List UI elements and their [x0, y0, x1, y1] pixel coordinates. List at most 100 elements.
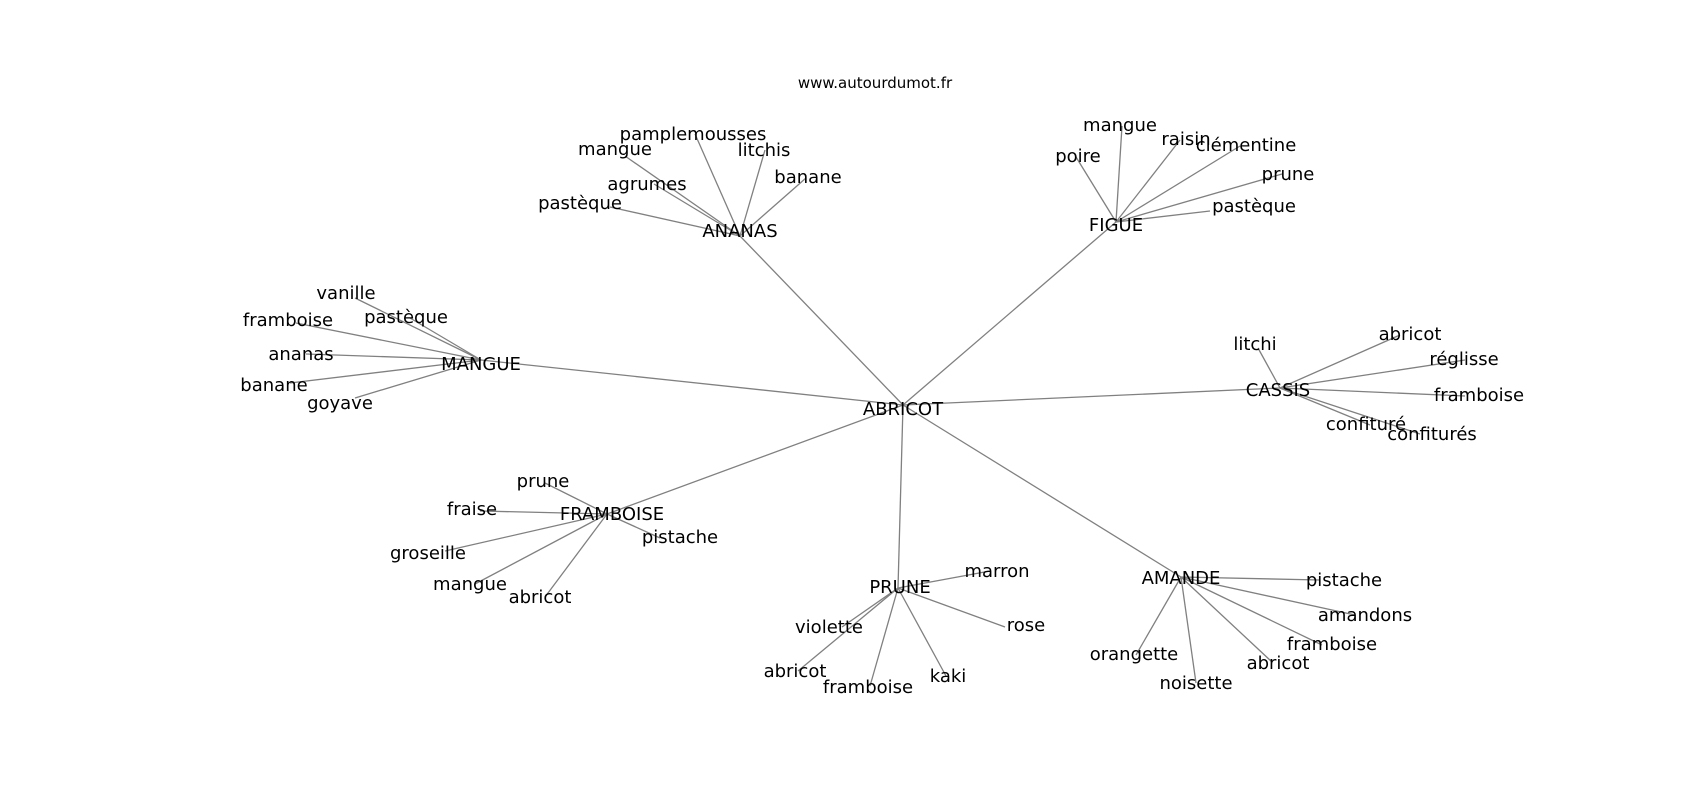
leaf-node: abricot	[764, 661, 827, 682]
graph-edge	[474, 513, 608, 585]
leaf-node: banane	[774, 167, 841, 188]
leaf-node: abricot	[1247, 653, 1310, 674]
leaf-node: clémentine	[1196, 135, 1297, 156]
graph-edge	[902, 221, 1117, 406]
leaf-node: mangue	[1083, 115, 1157, 136]
graph-edge	[694, 133, 741, 237]
leaf-node: vanille	[316, 283, 375, 304]
graph-edge	[1180, 576, 1273, 663]
hub-node-figue: FIGUE	[1089, 215, 1143, 236]
leaf-node: abricot	[509, 587, 572, 608]
graph-edge	[1115, 173, 1283, 223]
graph-edge	[869, 587, 899, 687]
graph-edge	[739, 149, 766, 237]
graph-edge	[305, 353, 482, 361]
hub-node-ananas: ANANAS	[702, 221, 777, 242]
graph-edge	[902, 404, 1182, 578]
leaf-node: pastèque	[364, 307, 448, 328]
leaf-node: abricot	[1379, 324, 1442, 345]
leaf-node: groseille	[390, 543, 466, 564]
hub-node-prune: PRUNE	[869, 577, 930, 598]
hub-node-mangue: MANGUE	[441, 354, 521, 375]
hub-node-framboise: FRAMBOISE	[560, 504, 664, 525]
leaf-node: pistache	[1306, 570, 1382, 591]
leaf-node: framboise	[1287, 634, 1377, 655]
leaf-node: marron	[964, 561, 1029, 582]
leaf-node: confituré	[1326, 414, 1406, 435]
leaf-node: litchi	[1233, 334, 1276, 355]
graph-edge	[1075, 156, 1117, 223]
graph-edge	[739, 235, 904, 406]
graph-edge	[606, 404, 904, 515]
graph-edge	[653, 183, 741, 237]
graph-edge	[897, 404, 904, 589]
leaf-node: amandons	[1318, 605, 1412, 626]
leaf-node: pastèque	[1212, 196, 1296, 217]
hub-node-cassis: CASSIS	[1246, 380, 1310, 401]
leaf-node: confiturés	[1387, 424, 1477, 445]
leaf-node: prune	[517, 471, 570, 492]
leaf-node: ananas	[268, 344, 333, 365]
graph-edge	[897, 587, 947, 677]
graph-edge	[1279, 334, 1401, 389]
graph-edge	[1115, 210, 1211, 223]
leaf-node: raisin	[1161, 129, 1210, 150]
graph-edge	[1279, 359, 1466, 389]
graph-edge	[544, 482, 608, 515]
leaf-node: litchis	[738, 140, 791, 161]
leaf-node: fraise	[447, 499, 497, 520]
leaf-node: orangette	[1090, 644, 1179, 665]
graph-edge	[409, 317, 482, 361]
leaf-node: rose	[1007, 615, 1045, 636]
graph-edge	[1180, 576, 1321, 581]
leaf-node: poire	[1055, 146, 1101, 167]
leaf-node: framboise	[823, 677, 913, 698]
graph-edge	[354, 297, 482, 361]
graph-edge	[1115, 125, 1123, 223]
graph-edge	[841, 587, 899, 628]
leaf-node: mangue	[578, 139, 652, 160]
leaf-node: violette	[795, 617, 863, 638]
graph-edge	[479, 510, 608, 515]
leaf-node: goyave	[307, 393, 373, 414]
graph-edge	[480, 359, 904, 406]
leaf-node: réglisse	[1429, 349, 1498, 370]
graph-edge	[1135, 576, 1182, 656]
leaf-node: pastèque	[538, 193, 622, 214]
graph-edge	[1180, 576, 1323, 646]
root-node: ABRICOT	[863, 399, 944, 420]
graph-edge	[1115, 145, 1241, 223]
site-credit: www.autourdumot.fr	[798, 74, 953, 92]
graph-edge	[1115, 139, 1181, 223]
leaf-node: pamplemousses	[620, 124, 767, 145]
graph-edge	[797, 587, 899, 672]
graph-edge	[295, 322, 482, 361]
graph-edge	[1180, 576, 1197, 684]
graph-edge	[897, 587, 1006, 628]
leaf-node: banane	[240, 375, 307, 396]
graph-edge	[739, 177, 807, 237]
leaf-node: agrumes	[607, 174, 686, 195]
graph-edges	[289, 125, 1466, 687]
graph-edge	[354, 359, 482, 399]
graph-edge	[444, 513, 608, 552]
graph-edge	[289, 359, 482, 384]
graph-edge	[1180, 576, 1356, 616]
graph-edge	[1279, 387, 1371, 426]
graph-edge	[897, 570, 991, 589]
graph-edge	[609, 206, 741, 237]
leaf-node: framboise	[243, 310, 333, 331]
leaf-node: kaki	[930, 666, 967, 687]
leaf-node: framboise	[1434, 385, 1524, 406]
graph-edge	[902, 387, 1281, 406]
graph-edge	[1279, 387, 1466, 397]
hub-node-amande: AMANDE	[1142, 568, 1221, 589]
graph-edge	[606, 513, 661, 539]
graph-edge	[544, 513, 608, 598]
graph-edge	[1257, 347, 1281, 389]
leaf-node: noisette	[1159, 673, 1232, 694]
leaf-node: pistache	[642, 527, 718, 548]
leaf-node: mangue	[433, 574, 507, 595]
graph-edge	[1279, 387, 1421, 435]
